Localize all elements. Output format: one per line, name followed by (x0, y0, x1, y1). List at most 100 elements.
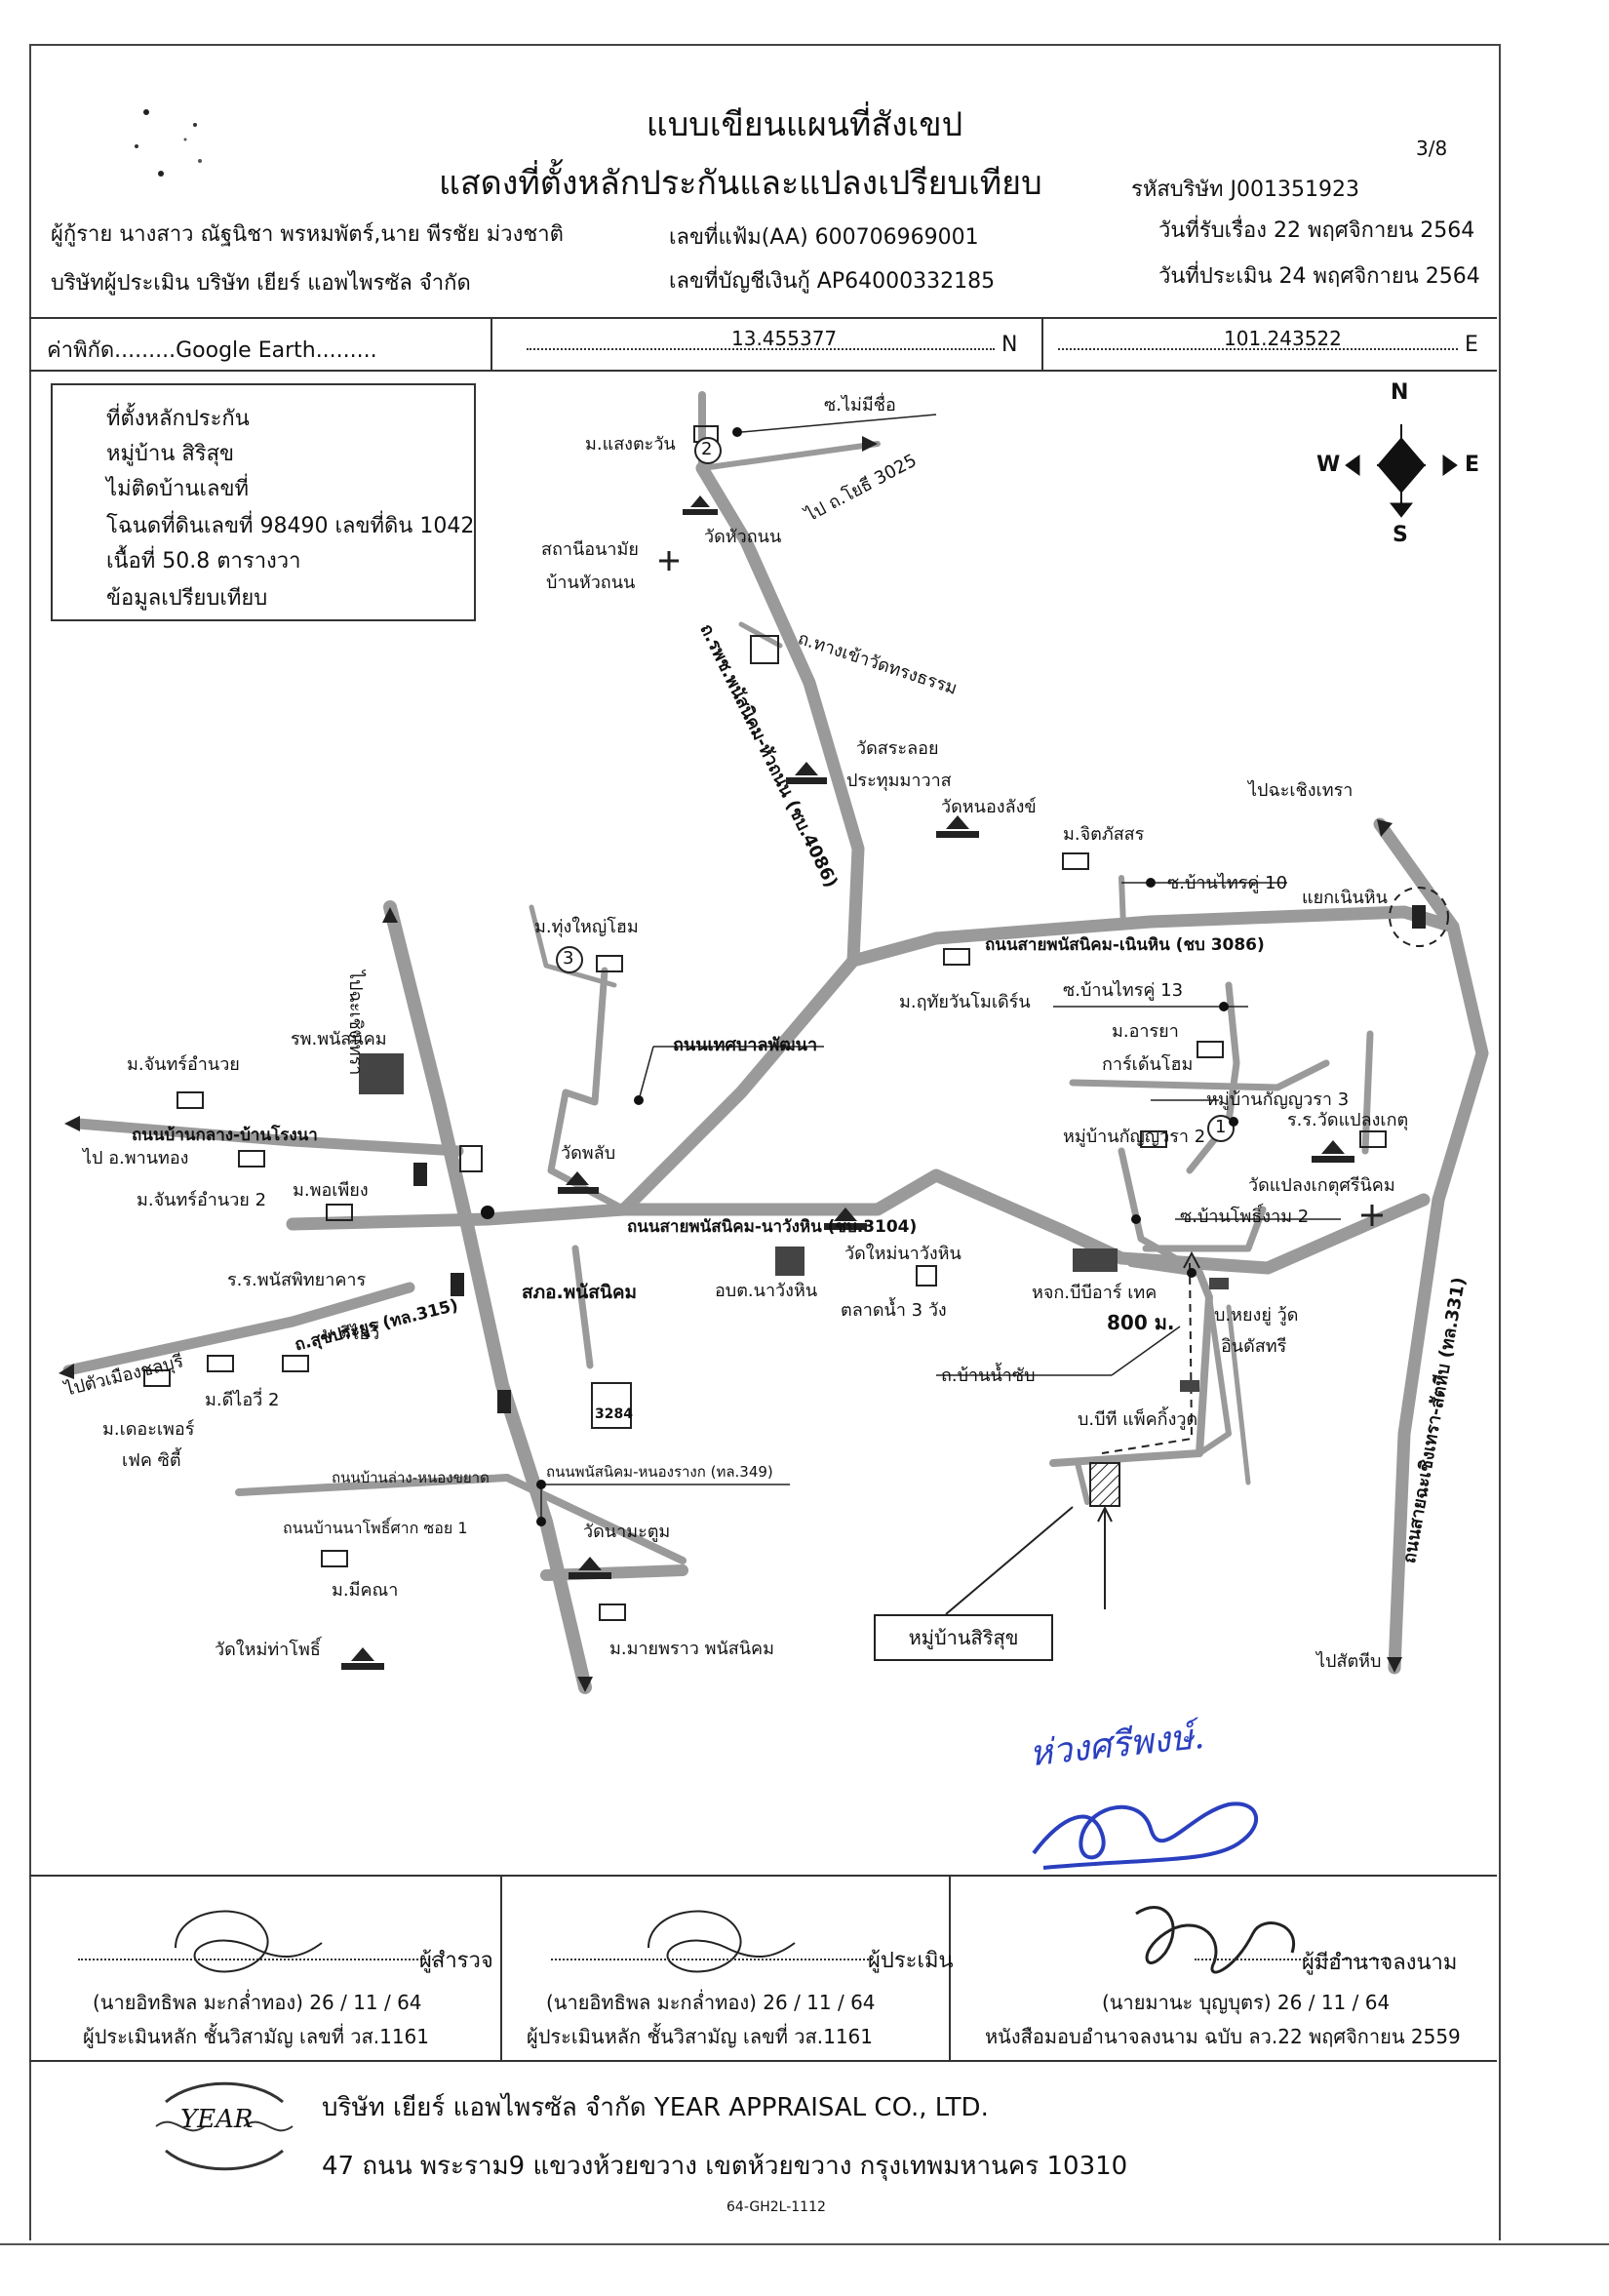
appraiser-company: บริษัทผู้ประเมิน บริษัท เยียร์ แอพไพรซัล… (51, 271, 471, 296)
road-thrai-13 (1186, 981, 1240, 1174)
road-349-link (503, 1474, 687, 1564)
label-arya: ม.อารยา (1112, 1021, 1179, 1042)
surveyor-role: ผู้สำรวจ (419, 1949, 493, 1973)
signature-row: ผู้สำรวจ (นายอิทธิพล มะกล่ำทอง) 26 / 11 … (29, 1875, 1497, 2062)
label-ban-lang-road: ถนนบ้านล่าง-หนองขยาด (332, 1469, 490, 1486)
label-wat-hua-thanon: วัดหัวถนน (704, 527, 782, 547)
coord-source: ค่าพิกัด.........Google Earth......... (47, 338, 377, 363)
label-yaek-noen-hin: แยกเนินหิน (1302, 888, 1388, 908)
surveyor-line (78, 1959, 434, 1960)
road-thrai-10 (1118, 875, 1126, 930)
road-side (1226, 1304, 1251, 1485)
coord-source-cell: ค่าพิกัด.........Google Earth......... (29, 319, 492, 370)
road-obt (571, 1245, 594, 1369)
market-icon (916, 1265, 937, 1287)
latitude-cell: 13.455377 N (492, 319, 1043, 370)
comparison-number-3: 3 (563, 948, 574, 969)
appraiser-name: (นายอิทธิพล มะกล่ำทอง) 26 / 11 / 64 (546, 1991, 876, 2014)
surveyor-signature (175, 1910, 323, 1973)
longitude-cell: 101.243522 E (1043, 319, 1497, 370)
label-wat-na-matum: วัดนามะตูม (583, 1522, 671, 1542)
page-frame (29, 44, 1501, 2240)
surveyor-cell: ผู้สำรวจ (นายอิทธิพล มะกล่ำทอง) 26 / 11 … (29, 1875, 502, 2060)
housing-icons (143, 425, 1387, 1621)
authority-cell: ผู้มีอำนาจลงนาม (นายมานะ บุญบุตร) 26 / 1… (951, 1875, 1497, 2060)
label-ban-nam-sap: ถ.บ้านน้ำซับ (941, 1366, 1036, 1386)
authority-line (1195, 1959, 1390, 1960)
compass-n: N (1391, 380, 1409, 405)
company-logo (155, 2081, 294, 2171)
footer-company: บริษัท เยียร์ แอพไพรซัล จำกัด YEAR APPRA… (322, 2093, 989, 2122)
label-to-phan-thong: ไป อ.พานทอง (83, 1148, 189, 1168)
label-wat-sa-loi: วัดสระลอย (856, 738, 939, 759)
label-phanat-hospital: รพ.พนัสนิคม (291, 1029, 387, 1049)
label-to-chachoengsao-top: ไปฉะเชิงเทรา (1248, 780, 1354, 801)
longitude: 101.243522 (1224, 327, 1342, 350)
label-police-station: สภอ.พนัสนิคม (522, 1282, 638, 1303)
label-health-station: สถานีอนามัย (541, 539, 639, 560)
road-ban-lang (235, 1474, 511, 1496)
appraiser-title: ผู้ประเมินหลัก ชั้นวิสามัญ เลขที่ วส.116… (527, 2025, 873, 2048)
latitude-suffix: N (1001, 333, 1018, 357)
label-ban-klang-road: ถนนบ้านกลาง-บ้านโรงนา (132, 1126, 318, 1145)
label-market: ตลาดน้ำ 3 วัง (841, 1300, 947, 1321)
label-treasure-2: เฟค ซิตี้ (122, 1450, 181, 1471)
label-shield-3284: 3284 (595, 1406, 633, 1422)
label-bbr-tech: หจก.บีบีอาร์ เทค (1032, 1283, 1158, 1303)
traffic-lights (413, 905, 1426, 1413)
comparison-circle-3 (556, 946, 583, 973)
title-line-2: แสดงที่ตั้งหลักประกันและแปลงเปรียบเทียบ (439, 164, 1042, 203)
label-soi-thrai-10: ซ.บ้านไทรคู่ 10 (1167, 873, 1288, 893)
comparison-number-1: 1 (1215, 1117, 1227, 1137)
legend-area: เนื้อที่ 50.8 ตารางวา (106, 549, 301, 574)
road-thetsaban (547, 967, 628, 1213)
health-cross-icons (659, 551, 1383, 1226)
label-pho-phiang: ม.พอเพียง (293, 1180, 369, 1201)
authority-name: (นายมานะ บุญบุตร) 26 / 11 / 64 (1102, 1991, 1391, 2014)
label-wat-mai-tha-pho: วัดใหม่ท่าโพธิ์ (215, 1640, 321, 1660)
label-dee-i: ม.ดีไอวี่ (322, 1324, 380, 1344)
bottom-rule (0, 2243, 1609, 2245)
handwritten-signature (1032, 1801, 1259, 1870)
appraisal-date: วันที่ประเมิน 24 พฤศจิกายน 2564 (1158, 264, 1480, 289)
subject-parcel (1089, 1462, 1120, 1507)
label-distance: 800 ม. (1107, 1311, 1175, 1334)
authority-role: ผู้มีอำนาจลงนาม (1302, 1951, 1458, 1975)
label-ruethai: ม.ฤทัยวันโมเดิร์น (899, 992, 1031, 1012)
appraiser-cell: ผู้ประเมิน (นายอิทธิพล มะกล่ำทอง) 26 / 1… (502, 1875, 954, 2060)
label-thung-yai: ม.ทุ่งใหญ่โฮม (534, 917, 639, 937)
compass-e: E (1465, 453, 1480, 477)
label-yong-yu-2: อินดัสทรี (1221, 1336, 1287, 1357)
road-mai-phrao (540, 1564, 688, 1581)
file-number: เลขที่แฟ้ม(AA) 600706969001 (669, 225, 979, 250)
surveyor-title: ผู้ประเมินหลัก ชั้นวิสามัญ เลขที่ วส.116… (83, 2025, 429, 2048)
subject-leader (945, 1506, 1074, 1615)
label-bt-pack: บ.บีที แพ็คกิ้งวูด (1078, 1409, 1198, 1430)
footer-address: 47 ถนน พระราม9 แขวงห้วยขวาง เขตห้วยขวาง … (322, 2152, 1128, 2181)
label-school-phanat: ร.ร.พนัสพิทยาคาร (227, 1270, 367, 1290)
building-icons (359, 1053, 1229, 1392)
label-thetsaban-road: ถนนเทศบาลพัฒนา (673, 1035, 818, 1055)
appraiser-role: ผู้ประเมิน (868, 1949, 954, 1973)
comparison-number-2: 2 (701, 439, 713, 459)
label-dee-i-2: ม.ดีไอวี่ 2 (205, 1390, 280, 1410)
road-pho-ngam (1142, 1206, 1267, 1252)
compass-s: S (1393, 523, 1408, 547)
legend-village: หมู่บ้าน สิริสุข (106, 442, 235, 466)
comparison-circle-2 (694, 437, 722, 464)
legend-no-house-number: ไม่ติดบ้านเลขที่ (106, 477, 250, 501)
label-treasure: ม.เดอะเพอร์ (102, 1419, 195, 1440)
label-kanyawara-2: หมู่บ้านกัญญวรา 2 (1063, 1127, 1206, 1147)
label-chan-amnuay-2: ม.จันทร์อำนวย 2 (137, 1190, 267, 1210)
road-plaeng (1361, 1030, 1374, 1155)
route-dashed (1101, 1262, 1194, 1454)
label-to-chachoengsao-left: ไปฉะเชิงเทรา (345, 970, 366, 1076)
scan-specks (135, 109, 202, 177)
road-3025-spur (699, 441, 881, 471)
map-area (29, 368, 1497, 1877)
road-ban-klang (72, 1118, 464, 1157)
subject-village-label: หมู่บ้านสิริสุข (874, 1614, 1053, 1661)
compass-w: W (1316, 453, 1341, 477)
label-garden-home: การ์เด้นโฮม (1102, 1054, 1194, 1075)
